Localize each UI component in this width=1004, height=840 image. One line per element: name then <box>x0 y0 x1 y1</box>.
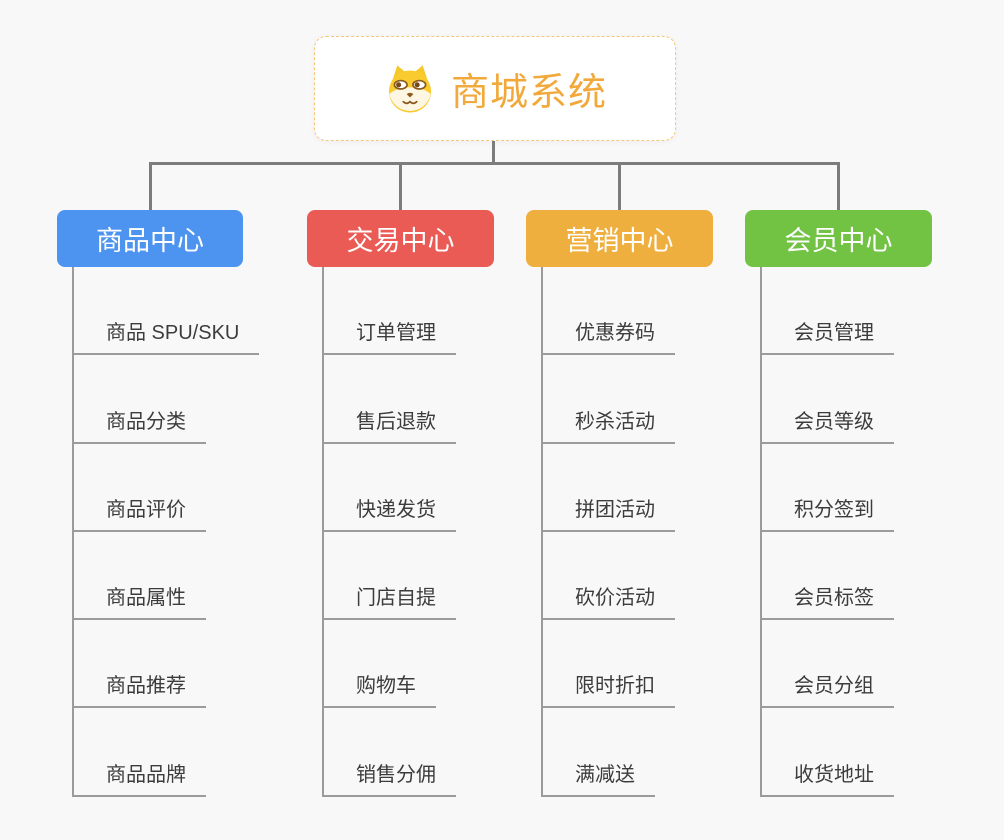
branch-node-members[interactable]: 会员中心 <box>745 210 932 267</box>
children-group-products: 商品 SPU/SKU 商品分类 商品评价 商品属性 商品推荐 商品品牌 <box>72 267 260 797</box>
child-topic[interactable]: 门店自提 <box>324 532 456 621</box>
child-topic[interactable]: 会员等级 <box>762 355 894 444</box>
connector-drop-marketing <box>618 162 621 210</box>
branch-label: 会员中心 <box>784 226 893 256</box>
children-group-marketing: 优惠券码 秒杀活动 拼团活动 砍价活动 限时折扣 满减送 <box>541 267 675 797</box>
connector-drop-members <box>837 162 840 210</box>
child-topic[interactable]: 会员管理 <box>762 267 894 356</box>
child-topic[interactable]: 销售分佣 <box>324 708 456 797</box>
child-topic[interactable]: 会员标签 <box>762 532 894 621</box>
child-topic[interactable]: 限时折扣 <box>543 620 675 709</box>
child-topic[interactable]: 订单管理 <box>324 267 456 356</box>
child-topic[interactable]: 满减送 <box>543 708 655 797</box>
child-topic[interactable]: 商品分类 <box>74 355 206 444</box>
connector-drop-products <box>149 162 152 210</box>
child-topic[interactable]: 商品品牌 <box>74 708 206 797</box>
children-group-members: 会员管理 会员等级 积分签到 会员标签 会员分组 收货地址 <box>760 267 894 797</box>
shiba-dog-icon <box>388 64 432 113</box>
child-topic[interactable]: 收货地址 <box>762 708 894 797</box>
root-title: 商城系统 <box>450 72 607 114</box>
branch-label: 商品中心 <box>96 226 204 256</box>
child-topic[interactable]: 砍价活动 <box>543 532 675 621</box>
branch-label: 营销中心 <box>565 226 674 256</box>
child-topic[interactable]: 购物车 <box>324 620 436 709</box>
branch-label: 交易中心 <box>346 226 455 256</box>
connector-root-stem <box>492 141 495 165</box>
child-topic[interactable]: 快递发货 <box>324 444 456 532</box>
connector-drop-trade <box>399 162 402 210</box>
children-group-trade: 订单管理 售后退款 快递发货 门店自提 购物车 销售分佣 <box>322 267 456 797</box>
child-topic[interactable]: 商品评价 <box>74 444 206 532</box>
child-topic[interactable]: 拼团活动 <box>543 444 675 532</box>
child-topic[interactable]: 会员分组 <box>762 620 894 709</box>
child-topic[interactable]: 售后退款 <box>324 355 456 444</box>
child-topic[interactable]: 积分签到 <box>762 444 894 532</box>
branch-node-trade[interactable]: 交易中心 <box>307 210 494 267</box>
child-topic[interactable]: 秒杀活动 <box>543 355 675 444</box>
child-topic[interactable]: 优惠券码 <box>543 267 675 356</box>
root-node[interactable]: 商城系统 <box>314 36 676 141</box>
child-topic[interactable]: 商品 SPU/SKU <box>74 267 260 356</box>
branch-node-marketing[interactable]: 营销中心 <box>526 210 713 267</box>
connector-horizontal-bar <box>149 162 840 165</box>
child-topic[interactable]: 商品推荐 <box>74 620 206 709</box>
child-topic[interactable]: 商品属性 <box>74 532 206 621</box>
branch-node-products[interactable]: 商品中心 <box>57 210 243 267</box>
